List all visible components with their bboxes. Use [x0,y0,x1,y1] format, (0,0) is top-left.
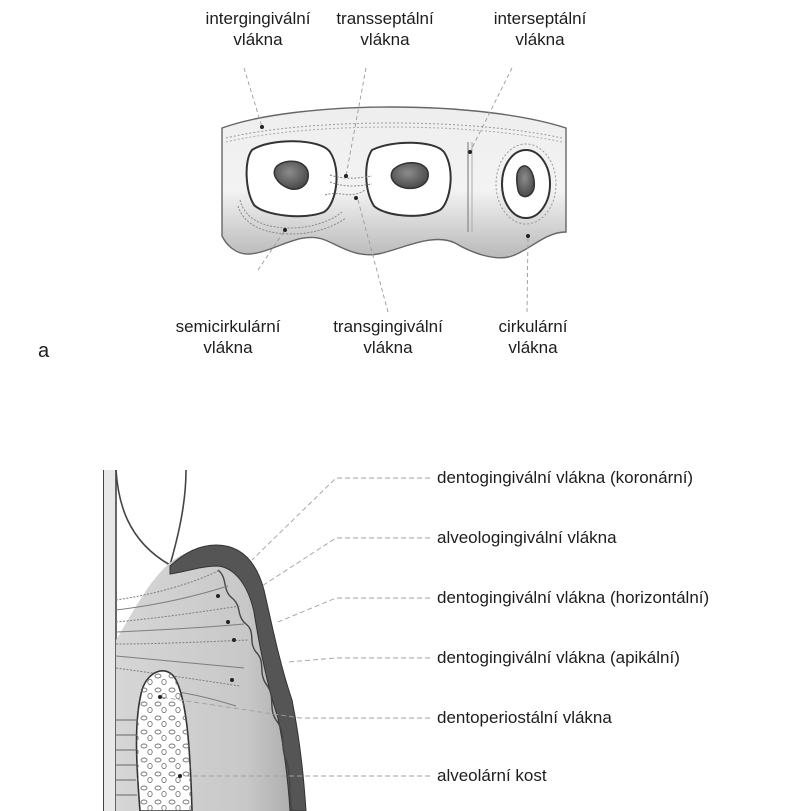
tooth-1 [247,141,337,216]
tooth-2 [366,143,450,216]
